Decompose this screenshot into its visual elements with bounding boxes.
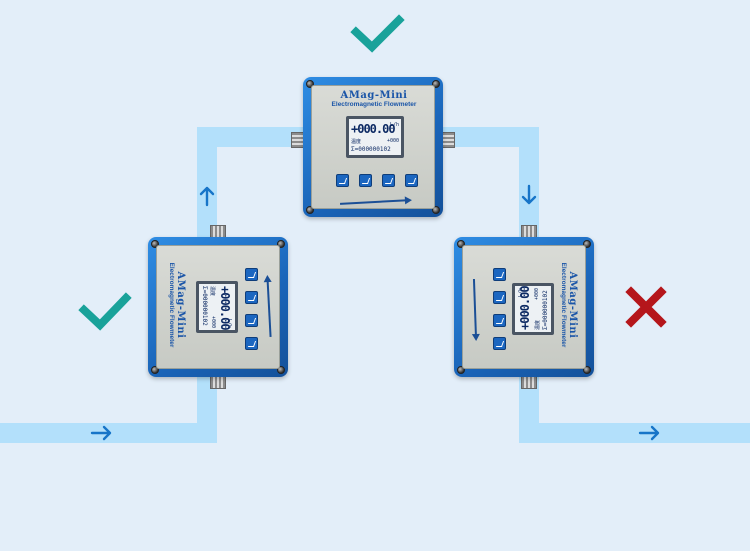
key-button[interactable] [359,174,372,187]
pipe-fitting-bottom [210,376,226,389]
lcd-display: +000.00 L/h 温度 +000 Σ=000000102 [512,283,554,335]
key-button[interactable] [382,174,395,187]
brand-subtitle: Electromagnetic Flowmeter [560,262,567,348]
lcd-display: +000.00 L/h 温度 +000 Σ=000000102 [346,116,404,158]
lcd-temp-value: +000 [210,315,216,328]
faceplate: AMag-Mini Electromagnetic Flowmeter +000… [156,245,280,369]
flowmeter-right: AMag-Mini Electromagnetic Flowmeter +000… [454,225,594,389]
lcd-temp-label: 温度 [535,319,541,330]
key-button[interactable] [245,337,258,350]
brand-label: AMag-Mini Electromagnetic Flowmeter [560,255,578,355]
lcd-total: Σ=000000102 [542,290,549,330]
lcd-flow-unit: L/h [226,318,232,328]
lcd-temp-value: +000 [386,138,399,144]
lcd-flow-unit: L/h [389,122,399,128]
brand-label: AMag-Mini Electromagnetic Flowmeter [312,90,436,108]
key-button[interactable] [493,314,506,327]
flowmeter-top: AMag-Mini Electromagnetic Flowmeter +000… [291,77,455,217]
arrow-icon [199,186,215,207]
key-button[interactable] [405,174,418,187]
lcd-temp-label: 温度 [209,286,215,297]
lcd-total: Σ=000000102 [351,146,391,153]
key-button[interactable] [245,291,258,304]
lcd-flow-rate: +000.00 [351,122,396,136]
flow-direction-arrow-icon [339,199,411,205]
arrow-icon [638,425,660,441]
lcd-total: Σ=000000102 [201,286,208,326]
lcd-temp-label: 温度 [351,139,362,145]
pipe-fitting-right [442,132,455,148]
brand-subtitle: Electromagnetic Flowmeter [331,101,417,108]
brand-name: AMag-Mini [567,271,578,339]
pipe-fitting-bottom [521,376,537,389]
check-icon [350,14,405,53]
key-button[interactable] [493,268,506,281]
key-button[interactable] [336,174,349,187]
lcd-temp-value: +000 [534,288,540,301]
flow-direction-arrow-icon [266,276,272,338]
cross-icon [625,286,667,328]
key-button[interactable] [493,291,506,304]
arrow-icon [90,425,112,441]
faceplate: AMag-Mini Electromagnetic Flowmeter +000… [311,85,435,209]
keypad [493,268,506,350]
brand-name: AMag-Mini [340,90,408,101]
brand-name: AMag-Mini [175,271,186,339]
keypad [245,268,258,350]
faceplate: AMag-Mini Electromagnetic Flowmeter +000… [462,245,586,369]
brand-label: AMag-Mini Electromagnetic Flowmeter [168,255,186,355]
flowmeter-left: AMag-Mini Electromagnetic Flowmeter +000… [148,225,288,389]
arrow-icon [521,184,537,205]
lcd-display: +000.00 L/h 温度 +000 Σ=000000102 [196,281,238,333]
key-button[interactable] [493,337,506,350]
check-icon [78,292,132,331]
keypad [336,174,418,187]
key-button[interactable] [245,268,258,281]
key-button[interactable] [245,314,258,327]
flow-direction-arrow-icon [472,278,478,340]
brand-subtitle: Electromagnetic Flowmeter [168,262,175,348]
lcd-flow-unit: L/h [518,288,524,298]
